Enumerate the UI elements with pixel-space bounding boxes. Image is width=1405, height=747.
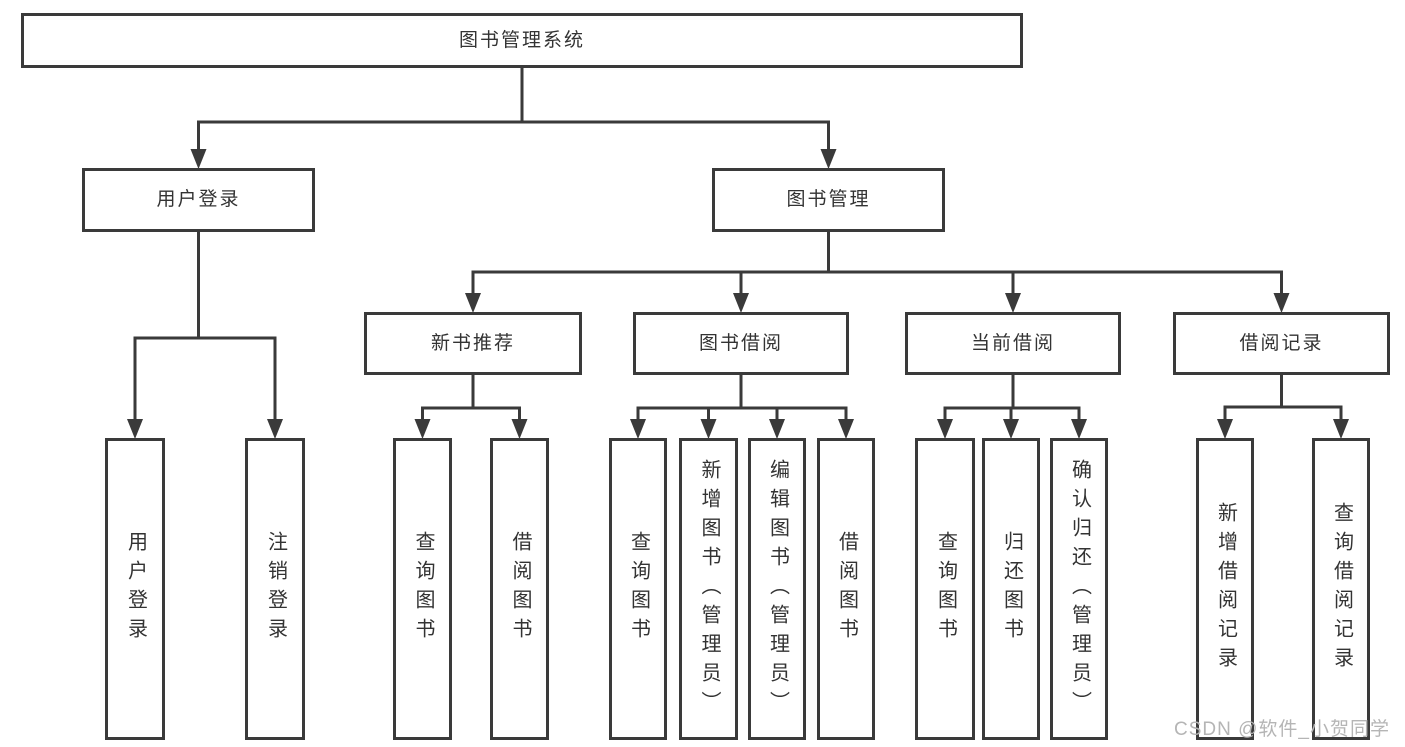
node-book-mgmt: 图书管理	[712, 168, 945, 232]
arrowhead-icon	[769, 419, 785, 439]
arrowhead-icon	[1273, 293, 1290, 313]
node-leaf-bb-add-books-admin: 新增图书（管理员）	[679, 438, 738, 740]
node-leaf-nb-borrow-books: 借阅图书	[490, 438, 549, 740]
node-leaf-br-query-record: 查询借阅记录	[1312, 438, 1370, 740]
node-leaf-cb-query-books: 查询图书	[915, 438, 975, 740]
node-leaf-bb-query-books: 查询图书	[609, 438, 667, 740]
arrowhead-icon	[838, 419, 854, 439]
node-current-borrow: 当前借阅	[905, 312, 1121, 375]
connector-root	[197, 64, 830, 157]
node-leaf-logout: 注销登录	[245, 438, 305, 740]
node-user-login: 用户登录	[82, 168, 315, 232]
arrowhead-icon	[820, 149, 837, 169]
arrowhead-icon	[127, 419, 143, 439]
watermark: CSDN @软件_小贺同学	[1174, 719, 1390, 740]
arrowhead-icon	[700, 419, 717, 439]
node-leaf-user-login: 用户登录	[105, 438, 165, 740]
connector-user-login	[133, 228, 277, 427]
arrowhead-icon	[190, 149, 207, 169]
node-borrow-records: 借阅记录	[1173, 312, 1390, 375]
arrowhead-icon	[414, 419, 431, 439]
node-leaf-bb-borrow-books: 借阅图书	[817, 438, 875, 740]
node-new-book-rec: 新书推荐	[364, 312, 582, 375]
arrowhead-icon	[733, 293, 749, 313]
arrowhead-icon	[937, 419, 953, 439]
arrowhead-icon	[267, 419, 283, 439]
connector-book-borrow	[636, 371, 848, 427]
connector-new-book-rec	[421, 371, 521, 427]
arrowhead-icon	[630, 419, 646, 439]
node-root: 图书管理系统	[21, 13, 1023, 68]
arrowhead-icon	[1217, 419, 1233, 439]
node-leaf-br-add-record: 新增借阅记录	[1196, 438, 1254, 740]
node-leaf-cb-confirm-return-admin: 确认归还（管理员）	[1050, 438, 1108, 740]
arrowhead-icon	[1333, 419, 1349, 439]
node-leaf-nb-query-books: 查询图书	[393, 438, 452, 740]
node-book-borrow: 图书借阅	[633, 312, 849, 375]
connector-borrow-records	[1223, 371, 1343, 427]
arrowhead-icon	[1003, 419, 1019, 439]
arrowhead-icon	[1005, 293, 1021, 313]
arrowhead-icon	[1071, 419, 1087, 439]
node-leaf-bb-edit-books-admin: 编辑图书（管理员）	[748, 438, 806, 740]
connector-current-borrow	[943, 371, 1081, 427]
arrowhead-icon	[511, 419, 528, 439]
arrowhead-icon	[465, 293, 481, 313]
node-leaf-cb-return-books: 归还图书	[982, 438, 1040, 740]
connector-book-mgmt	[471, 228, 1283, 301]
